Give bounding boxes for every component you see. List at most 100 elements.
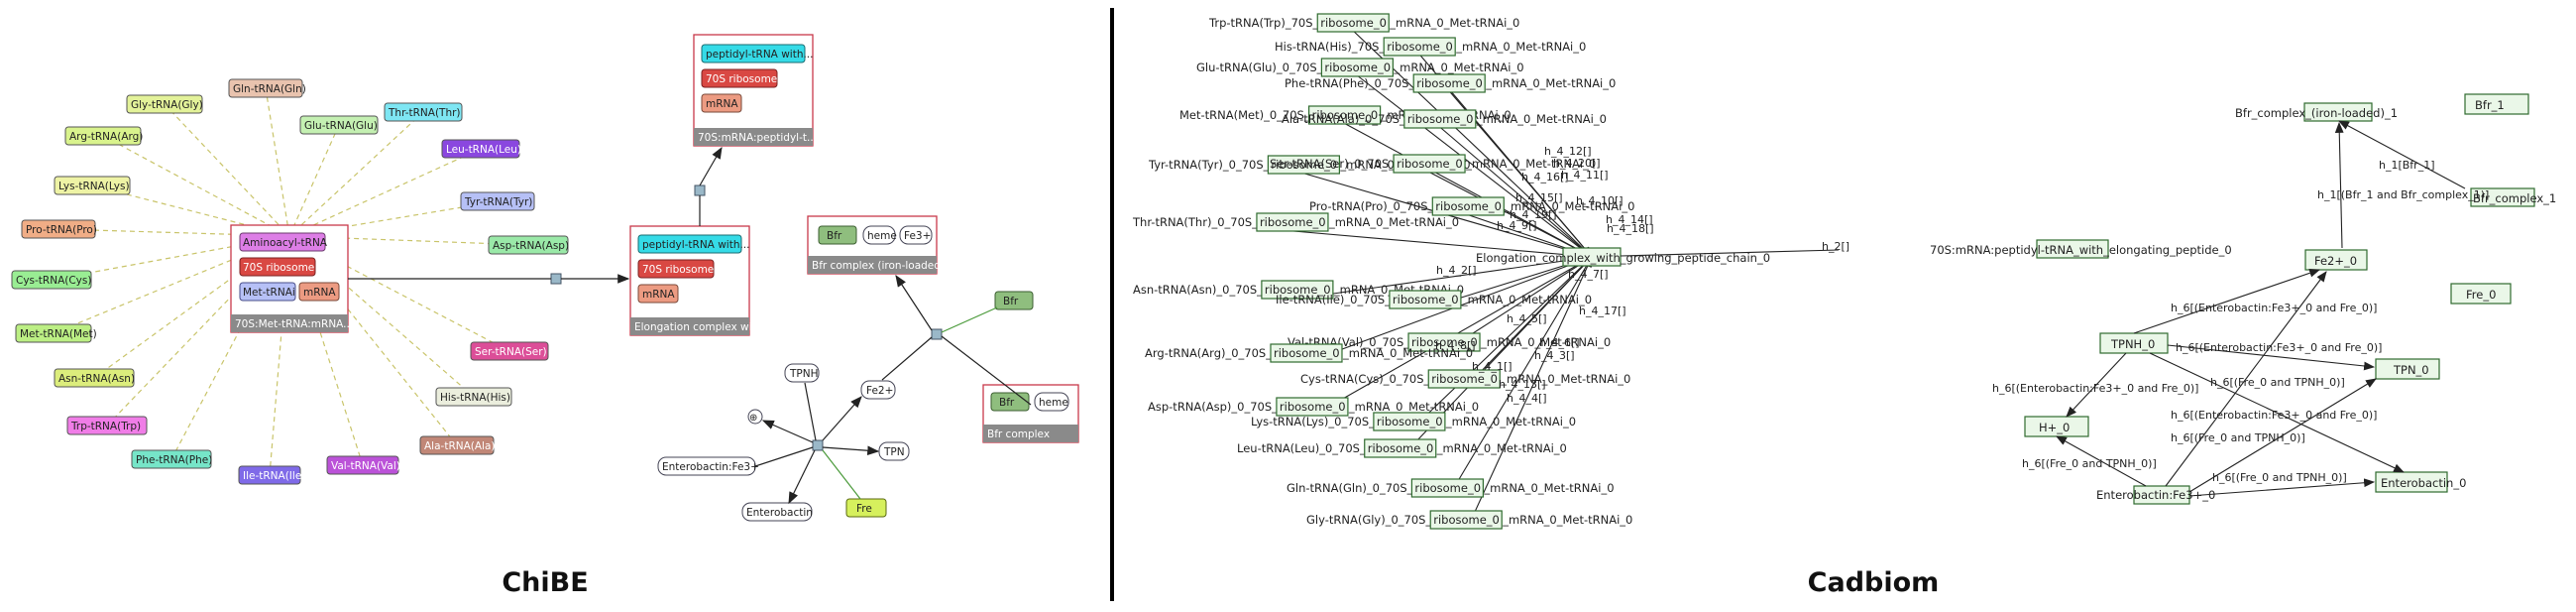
tpnh-node[interactable]: TPNH_0 — [2099, 332, 2169, 354]
svg-text:Enterobactin: Enterobactin — [746, 507, 813, 519]
fe2-node[interactable]: Fe2+ — [860, 380, 896, 400]
cadbiom-trna-node[interactable]: Ile-tRNA(Ile)_0_70S_ribosome_0_mRNA_0_Me… — [1276, 290, 1592, 309]
cadbiom-trna-node[interactable]: Thr-tRNA(Thr)_0_70S_ribosome_0_mRNA_0_Me… — [1132, 212, 1459, 232]
cadbiom-trna-node[interactable]: Ser-tRNA(Ser)_0_70S_ribosome_0_mRNA_0_Me… — [1270, 154, 1596, 174]
trna-label: Gly-tRNA(Gly) — [131, 99, 203, 111]
cadbiom-trna-node[interactable]: Gln-tRNA(Gln)_0_70S_ribosome_0_mRNA_0_Me… — [1287, 478, 1615, 498]
peptidyl-complex[interactable]: 70S:mRNA:peptidyl-t... peptidyl-tRNA wit… — [693, 34, 817, 147]
cadbiom-trna-node[interactable]: Arg-tRNA(Arg)_0_70S_ribosome_0_mRNA_0_Me… — [1145, 343, 1473, 363]
trna-node[interactable]: Lys-tRNA(Lys) — [54, 176, 131, 195]
plus-node[interactable]: ⊕ — [747, 409, 763, 425]
fre-node[interactable]: Fre_0 — [2450, 283, 2512, 305]
trna-node[interactable]: Met-tRNA(Met) — [15, 323, 97, 343]
trna-edge — [164, 103, 290, 237]
peptide-node[interactable]: 70S:mRNA:peptidyl-tRNA_with_elongating_p… — [1930, 239, 2232, 259]
enterobactin-node[interactable]: Enterobactin — [741, 502, 813, 522]
edge-label: h_2[] — [1822, 240, 1849, 253]
svg-text:Enterobactin:Fe3+: Enterobactin:Fe3+ — [662, 461, 759, 473]
trna-node[interactable]: Asp-tRNA(Asp) — [488, 235, 569, 255]
node-label-suffix: _mRNA_0_Met-tRNAi_0 — [1483, 481, 1614, 495]
edge-label: h_6[(Fre_0 and TPNH_0)] — [2210, 376, 2345, 389]
trna-node[interactable]: Ile-tRNA(Ile) — [238, 465, 305, 485]
cadbiom-trna-node[interactable]: Asp-tRNA(Asp)_0_70S_ribosome_0_mRNA_0_Me… — [1148, 397, 1479, 417]
cadbiom-trna-node[interactable]: Phe-tRNA(Phe)_0_70S_ribosome_0_mRNA_0_Me… — [1285, 73, 1616, 93]
svg-text:Fre: Fre — [856, 503, 872, 515]
process-square[interactable] — [550, 273, 562, 285]
trna-node[interactable]: His-tRNA(His) — [435, 387, 512, 407]
node-label-suffix: _mRNA_0_Met-tRNAi_0 — [1480, 335, 1611, 349]
ribosome-box — [1320, 58, 1394, 77]
trna-node[interactable]: Cys-tRNA(Cys) — [11, 270, 92, 290]
edge — [2149, 352, 2405, 473]
cadbiom-trna-node[interactable]: Lys-tRNA(Lys)_0_70S_ribosome_0_mRNA_0_Me… — [1251, 412, 1576, 431]
peptidyl-trna-node: peptidyl-tRNA with... — [706, 49, 814, 61]
h-plus-node[interactable]: H+_0 — [2024, 416, 2089, 437]
ribosome-label: ribosome_0 — [1377, 415, 1443, 428]
ribosome-label: ribosome_0 — [1274, 346, 1340, 360]
met-complex-title: 70S:Met-tRNA:mRNA... — [235, 318, 353, 330]
cadbiom-trna-node[interactable]: Gly-tRNA(Gly)_0_70S_ribosome_0_mRNA_0_Me… — [1306, 510, 1632, 530]
trna-node[interactable]: Leu-tRNA(Leu) — [441, 139, 521, 159]
process-square[interactable] — [694, 184, 706, 196]
edge-label: h_4_11[] — [1561, 169, 1609, 182]
process-square[interactable] — [931, 328, 943, 340]
cadbiom-trna-node[interactable]: Glu-tRNA(Glu)_0_70S_ribosome_0_mRNA_0_Me… — [1196, 58, 1524, 77]
bfr-complex[interactable]: Bfr complex Bfr heme — [982, 384, 1079, 443]
elongation-complex-title: Elongation complex wi... — [634, 321, 762, 333]
ribosome-box — [1431, 196, 1505, 216]
trna-node[interactable]: Phe-tRNA(Phe) — [131, 449, 212, 469]
fre-node[interactable]: Fre — [845, 498, 887, 518]
trna-node[interactable]: Ala-tRNA(Ala) — [419, 435, 496, 455]
trna-label: Gln-tRNA(Gln) — [233, 83, 306, 95]
cadbiom-trna-node[interactable]: Pro-tRNA(Pro)_0_70S_ribosome_0_mRNA_0_Me… — [1309, 196, 1634, 216]
enterobactin-fe-node[interactable]: Enterobactin:Fe3+_0 — [2096, 485, 2215, 505]
cadbiom-trna-node[interactable]: His-tRNA(His)_70S_ribosome_0_mRNA_0_Met-… — [1275, 37, 1586, 57]
bfr1-node[interactable]: Bfr_1 — [2464, 93, 2529, 115]
tpn-node[interactable]: TPN_0 — [2375, 358, 2440, 380]
trna-edge — [288, 111, 424, 237]
trna-node[interactable]: Thr-tRNA(Thr) — [384, 102, 463, 122]
trna-node[interactable]: Pro-tRNA(Pro) — [21, 219, 97, 239]
tpn-node[interactable]: TPN — [878, 441, 910, 461]
trna-node[interactable]: Tyr-tRNA(Tyr) — [460, 191, 535, 211]
elongation-complex[interactable]: Elongation complex wi... peptidyl-tRNA w… — [629, 225, 762, 336]
node-label-prefix: Pro-tRNA(Pro)_0_70S_ — [1309, 199, 1434, 213]
bfr-free-node[interactable]: Bfr — [994, 291, 1034, 310]
edge — [2188, 378, 2377, 493]
heme-node: heme — [1039, 397, 1068, 409]
chibe-diagram: Gly-tRNA(Gly)Gln-tRNA(Gln)Glu-tRNA(Glu)T… — [11, 34, 1079, 522]
fe2-node[interactable]: Fe2+_0 — [2304, 249, 2368, 271]
trna-node[interactable]: Glu-tRNA(Glu) — [299, 115, 379, 135]
trna-node[interactable]: Ser-tRNA(Ser) — [470, 341, 549, 361]
cadbiom-trna-node[interactable]: Cys-tRNA(Cys)_0_70S_ribosome_0_mRNA_0_Me… — [1300, 369, 1630, 389]
trna-node[interactable]: Gly-tRNA(Gly) — [126, 94, 203, 114]
trna-node[interactable]: Arg-tRNA(Arg) — [64, 126, 143, 146]
bfr-loaded-node[interactable]: Bfr_complex_(iron-loaded)_1 — [2235, 102, 2398, 122]
trna-node[interactable]: Val-tRNA(Val) — [326, 455, 400, 475]
elongation-center-node[interactable]: Elongation_complex_with_growing_peptide_… — [1476, 247, 1770, 267]
trna-node[interactable]: Asn-tRNA(Asn) — [54, 368, 135, 388]
bfr-complex-node[interactable]: Bfr_complex_1 — [2470, 187, 2556, 207]
enterobactin-node[interactable]: Enterobactin_0 — [2375, 471, 2466, 493]
node-label-prefix: Glu-tRNA(Glu)_0_70S_ — [1196, 61, 1323, 74]
enterobactin-fe3-node[interactable]: Enterobactin:Fe3+ — [657, 456, 759, 476]
ribosome-box — [1256, 212, 1329, 232]
bfr-loaded-complex[interactable]: Bfr complex (iron-loaded) Bfr heme Fe3+ — [807, 215, 945, 275]
edge — [2056, 435, 2147, 487]
met-trna-complex[interactable]: 70S:Met-tRNA:mRNA... Aminoacyl-tRNA 70S … — [230, 224, 353, 333]
edge-label: h_6[(Enterobactin:Fe3+_0 and Fre_0)] — [2176, 341, 2382, 354]
ribosome-box — [1407, 332, 1481, 352]
svg-text:TPNH: TPNH — [789, 368, 819, 380]
tpnh-node[interactable]: TPNH — [784, 363, 820, 383]
cadbiom-trna-node[interactable]: Ala-tRNA(Ala)_0_70S_ribosome_0_mRNA_0_Me… — [1282, 109, 1607, 129]
ribosome-node: 70S ribosome — [706, 73, 777, 85]
trna-node[interactable]: Trp-tRNA(Trp) — [66, 416, 148, 435]
cadbiom-trna-node[interactable]: Trp-tRNA(Trp)_70S_ribosome_0_mRNA_0_Met-… — [1208, 13, 1519, 33]
edge-label: h_4_12[] — [1544, 145, 1592, 158]
ribosome-label: ribosome_0 — [1433, 513, 1500, 527]
cadbiom-trna-node[interactable]: Leu-tRNA(Leu)_0_70S_ribosome_0_mRNA_0_Me… — [1237, 438, 1567, 458]
trna-node[interactable]: Gln-tRNA(Gln) — [228, 78, 306, 98]
edge — [941, 335, 1032, 406]
edge — [2188, 478, 2376, 497]
process-square[interactable] — [812, 439, 824, 451]
